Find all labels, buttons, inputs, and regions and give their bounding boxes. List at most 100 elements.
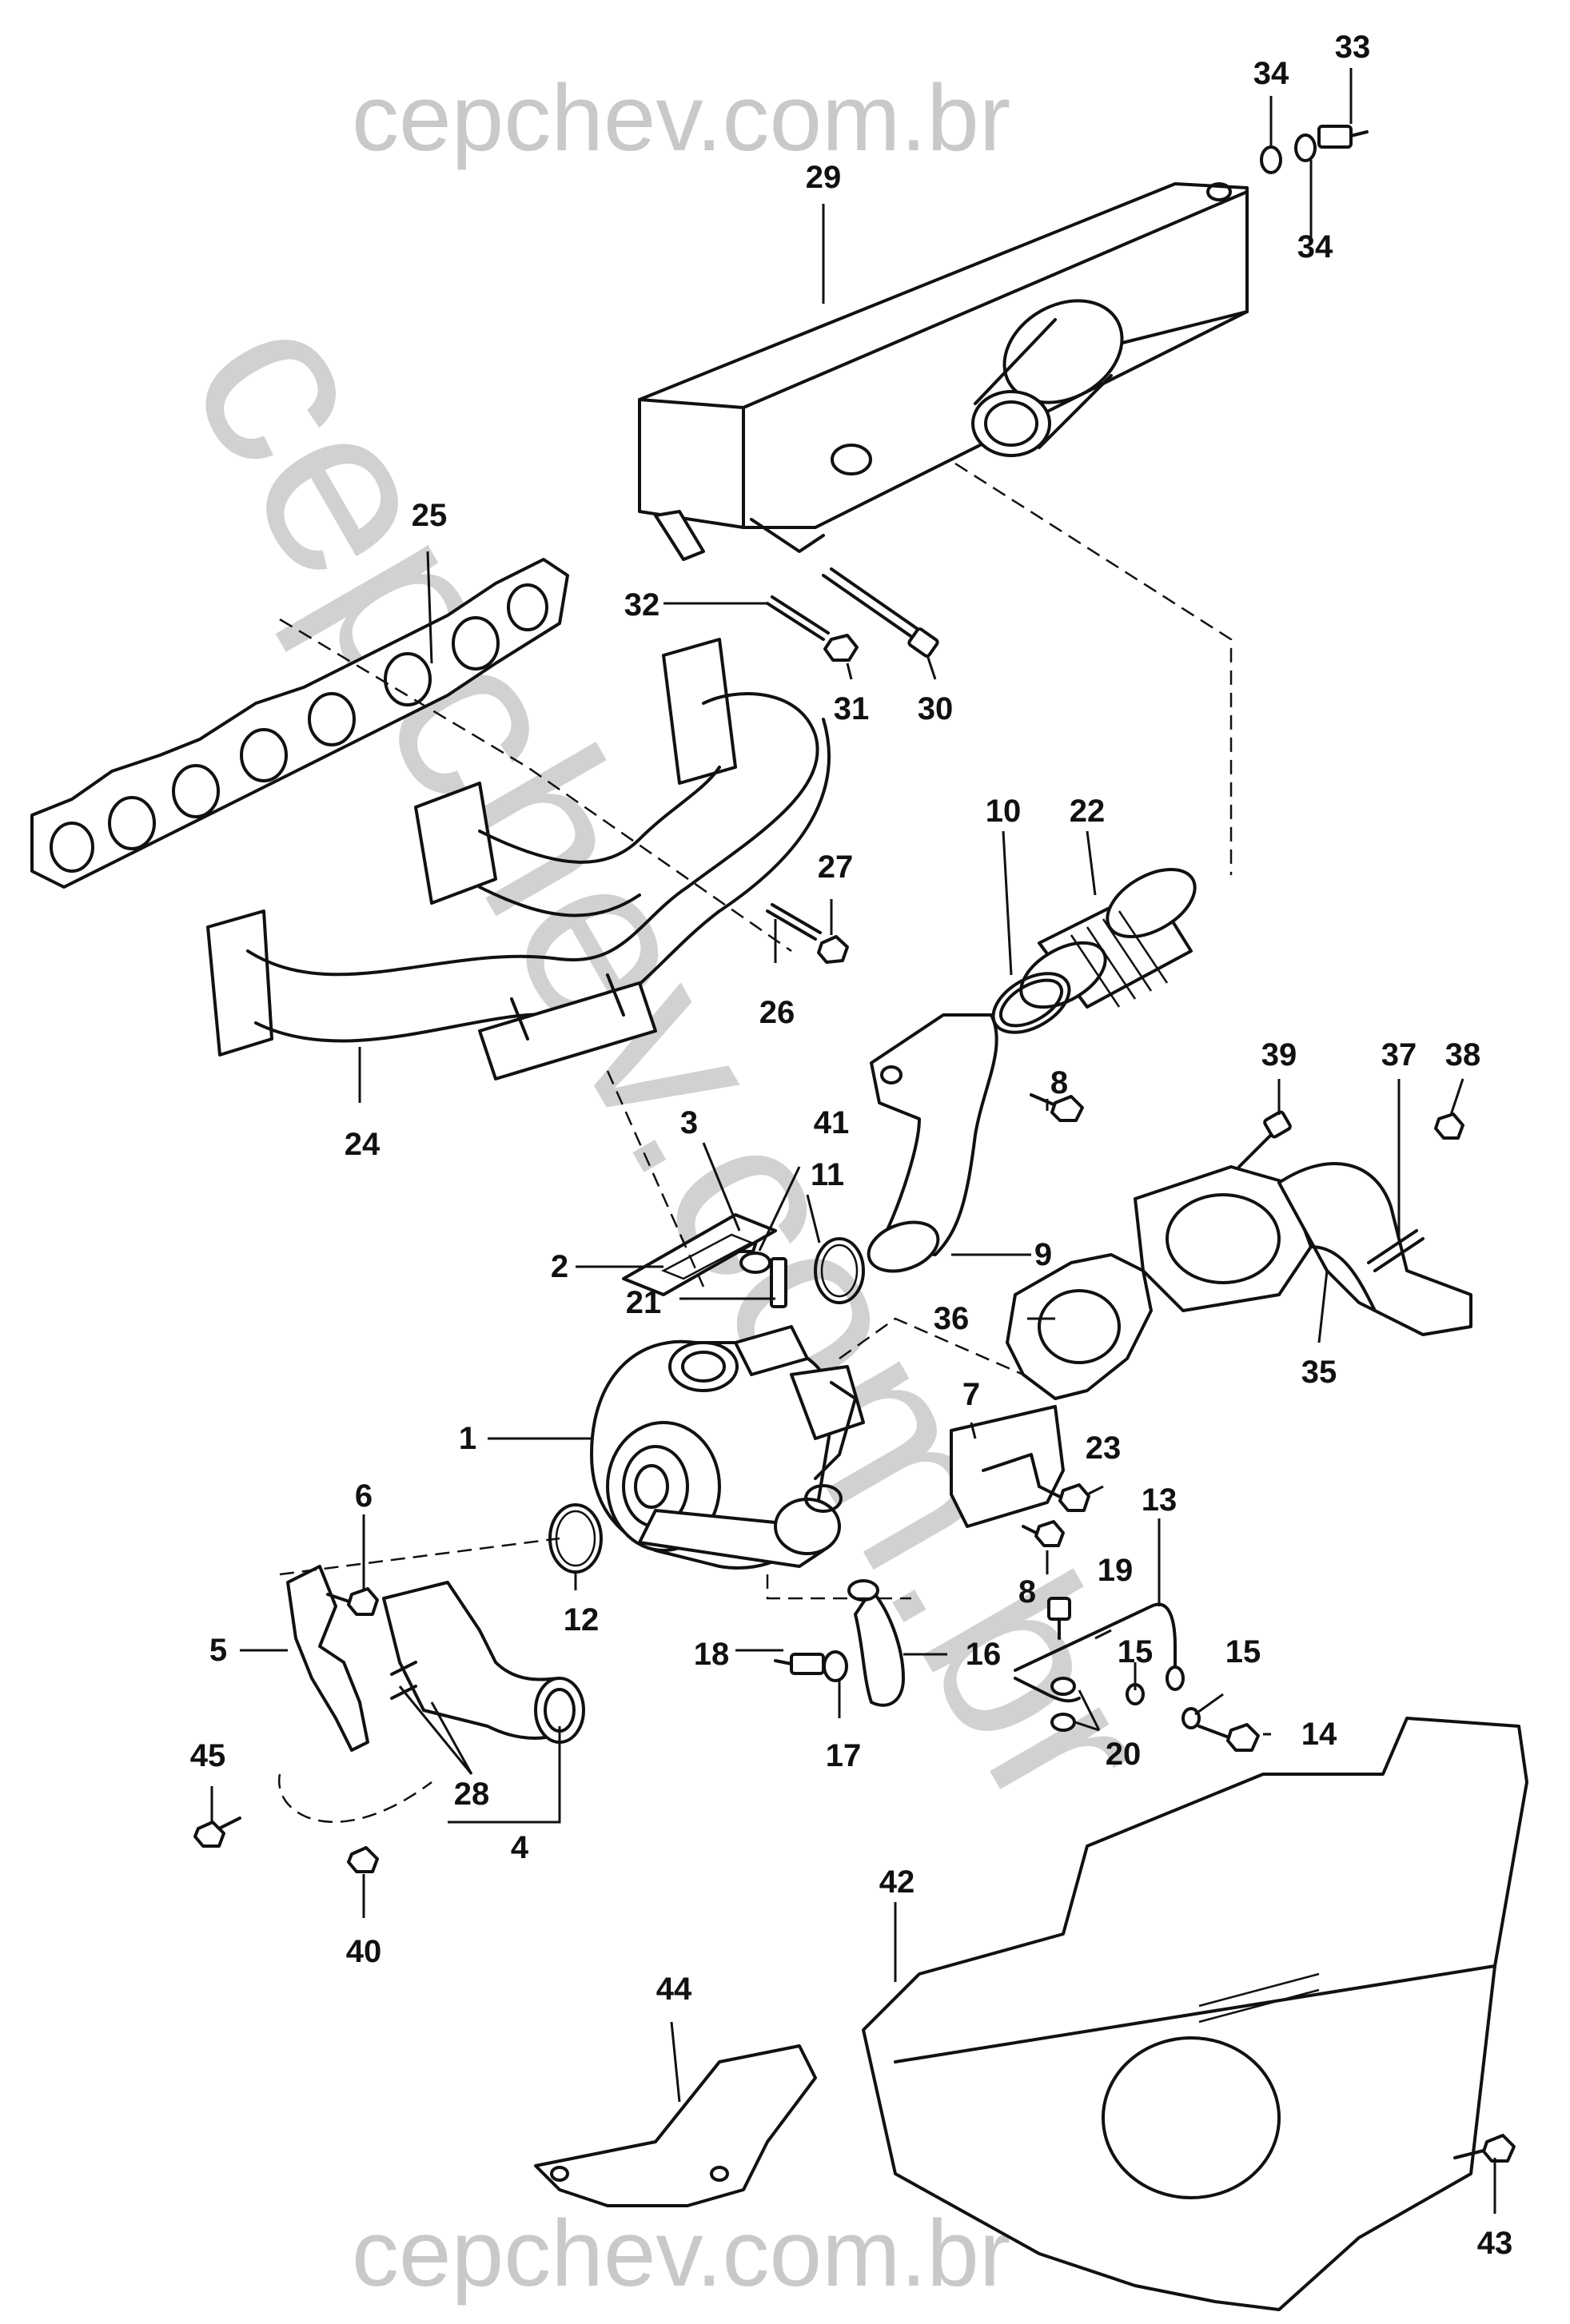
callout-41: 41	[814, 1105, 850, 1140]
part-21-stud	[770, 1257, 787, 1308]
part-30-bolt	[822, 567, 939, 658]
part-44-bracket	[534, 2044, 817, 2207]
part-1-turbocharger	[590, 1325, 865, 1570]
callout-45: 45	[190, 1738, 226, 1773]
dashed-assembly-line-outlet-to-pipe	[277, 1773, 432, 1823]
part-11-o-ring	[814, 1237, 865, 1304]
callout-34-bottom: 34	[1297, 229, 1333, 265]
callout-30: 30	[918, 691, 954, 726]
part-8-bolt-lower	[1022, 1520, 1065, 1547]
part-22-intake-hose	[1019, 867, 1197, 1009]
callout-42: 42	[879, 1864, 915, 1900]
dashed-assembly-line-manifold-to-turbo	[606, 1070, 705, 1287]
part-27-nut	[817, 935, 849, 964]
part-16-oil-return-hose	[847, 1579, 905, 1707]
dashed-assembly-line-flange	[839, 1317, 1024, 1376]
callout-19: 19	[1098, 1553, 1134, 1588]
part-34-washer	[1260, 133, 1317, 174]
part-31-nut	[823, 634, 859, 662]
callout-28: 28	[454, 1777, 490, 1812]
callout-23: 23	[1086, 1431, 1122, 1466]
callout-9: 9	[1034, 1237, 1052, 1272]
callout-17: 17	[826, 1738, 862, 1773]
part-26-stud	[766, 903, 822, 941]
callout-38: 38	[1445, 1037, 1481, 1072]
callout-6: 6	[355, 1478, 373, 1514]
callout-3: 3	[680, 1105, 698, 1140]
callout-10: 10	[986, 794, 1022, 829]
part-2-turbo-gasket	[622, 1213, 777, 1296]
callout-labels: 1 2 3 4 5 6 7 8 8 9 10 11 12 13 14 15 15…	[190, 30, 1513, 2261]
callout-24: 24	[345, 1127, 381, 1162]
callout-40: 40	[346, 1934, 382, 1969]
dashed-assembly-line-gasket	[279, 618, 792, 953]
dashed-assembly-line-duct-to-hose	[954, 462, 1233, 875]
callout-20: 20	[1106, 1737, 1142, 1772]
callout-43: 43	[1477, 2226, 1513, 2261]
callout-33: 33	[1335, 30, 1371, 65]
part-35-exhaust-elbow	[1134, 1162, 1472, 1336]
part-19-bolt	[1047, 1597, 1071, 1640]
callout-4: 4	[511, 1830, 529, 1865]
callout-22: 22	[1070, 794, 1106, 829]
watermark-bottom: cepchev.com.br	[352, 2201, 1010, 2306]
part-9-intake-pipe	[867, 1013, 998, 1273]
part-42-engine-cover	[862, 1717, 1528, 2311]
dashed-assembly-line-drain	[766, 1574, 911, 1600]
watermark-top: cepchev.com.br	[352, 66, 1010, 171]
part-39-bolt	[1237, 1110, 1292, 1168]
callout-7: 7	[962, 1377, 980, 1412]
part-5-support-bracket	[286, 1565, 369, 1752]
callout-25: 25	[412, 498, 448, 533]
part-36-flange-gasket	[1006, 1253, 1153, 1400]
part-43-bolt	[1453, 2134, 1516, 2163]
part-24-exhaust-manifold	[206, 638, 831, 1080]
part-25-exhaust-manifold-gasket	[30, 558, 569, 889]
part-23-bolt	[1038, 1483, 1090, 1512]
callout-8-lower: 8	[1018, 1574, 1036, 1610]
callout-21: 21	[626, 1285, 662, 1320]
leader-lines	[210, 68, 1496, 2214]
callout-29: 29	[806, 160, 842, 195]
part-41-washer	[739, 1252, 771, 1274]
part-37-stud	[1367, 1229, 1425, 1272]
callout-37: 37	[1381, 1037, 1417, 1072]
callout-14: 14	[1301, 1717, 1337, 1752]
part-4-turbo-outlet-pipe	[382, 1581, 585, 1744]
part-20-washer	[1050, 1677, 1076, 1732]
callout-8-upper: 8	[1050, 1065, 1068, 1100]
part-14-banjo-bolt	[1197, 1723, 1260, 1752]
part-6-bolt	[326, 1587, 379, 1616]
callout-1: 1	[459, 1421, 476, 1456]
part-18-fitting	[774, 1653, 825, 1675]
callout-16: 16	[966, 1637, 1002, 1672]
part-38-nut	[1434, 1112, 1464, 1140]
callout-36: 36	[934, 1301, 970, 1336]
callout-26: 26	[759, 995, 795, 1030]
callout-5: 5	[209, 1633, 227, 1668]
part-33-bolt	[1317, 125, 1369, 149]
callout-27: 27	[818, 850, 854, 885]
part-40-nut	[347, 1846, 379, 1873]
callout-32: 32	[624, 587, 660, 623]
part-32-stud	[766, 595, 830, 641]
callout-39: 39	[1261, 1037, 1297, 1072]
part-45-bolt	[193, 1817, 241, 1848]
part-29-air-duct	[638, 182, 1249, 561]
callout-18: 18	[694, 1637, 730, 1672]
callout-2: 2	[551, 1249, 568, 1284]
part-7-bracket	[950, 1405, 1065, 1528]
callout-15-left: 15	[1118, 1634, 1154, 1669]
callout-34-top: 34	[1253, 56, 1289, 91]
callout-15-right: 15	[1225, 1634, 1261, 1669]
callout-11: 11	[811, 1157, 844, 1192]
callout-13: 13	[1142, 1482, 1178, 1518]
part-17-washer	[823, 1650, 848, 1682]
dashed-assembly-line-turbo-to-outlet	[279, 1537, 560, 1576]
part-13-oil-feed-line	[1014, 1602, 1185, 1703]
part-8-bolt-upper	[1030, 1093, 1084, 1122]
callout-31: 31	[834, 691, 870, 726]
callout-44: 44	[656, 1972, 692, 2007]
callout-35: 35	[1301, 1355, 1337, 1390]
